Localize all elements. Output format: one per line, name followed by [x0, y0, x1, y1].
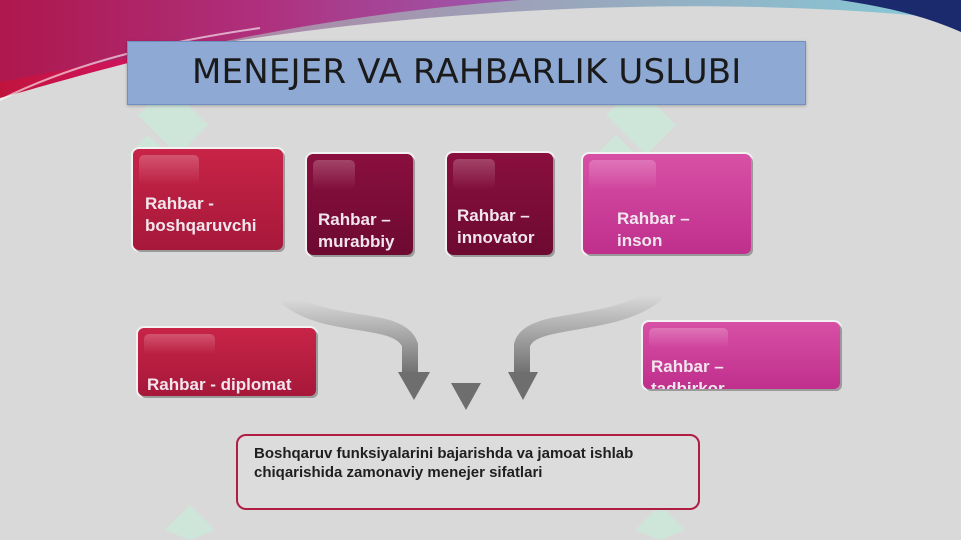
box-label: Rahbar - boshqaruvchi: [145, 194, 257, 235]
box-rahbar-tadbirkor: Rahbar – tadbirkor: [643, 322, 840, 389]
arrow-left-curve: [282, 292, 418, 383]
down-arrow-icon: [508, 372, 538, 400]
down-arrow-icon: [398, 372, 430, 400]
watermark-logo-icon: [165, 505, 215, 540]
arrow-right-curve: [514, 287, 663, 383]
box-label: Rahbar – tadbirkor: [651, 357, 725, 389]
box-rahbar-diplomat: Rahbar - diplomat: [138, 328, 316, 396]
target-text: Boshqaruv funksiyalarini bajarishda va j…: [254, 445, 634, 481]
box-label: Rahbar – innovator: [457, 206, 535, 247]
box-rahbar-boshqaruvchi: Rahbar - boshqaruvchi: [133, 149, 283, 250]
box-rahbar-inson: Rahbar – inson: [583, 154, 751, 254]
box-label: Rahbar - diplomat: [147, 375, 292, 394]
box-rahbar-murabbiy: Rahbar – murabbiy: [307, 154, 413, 255]
title-banner: MENEJER VA RAHBARLIK USLUBI: [127, 41, 806, 105]
watermark-logo-icon: [635, 505, 685, 540]
box-label: Rahbar – inson: [617, 209, 690, 250]
box-rahbar-innovator: Rahbar – innovator: [447, 153, 553, 255]
target-box: Boshqaruv funksiyalarini bajarishda va j…: [236, 434, 700, 510]
slide-title: MENEJER VA RAHBARLIK USLUBI: [192, 52, 742, 92]
box-label: Rahbar – murabbiy: [318, 210, 395, 251]
down-arrow-icon: [451, 383, 481, 410]
